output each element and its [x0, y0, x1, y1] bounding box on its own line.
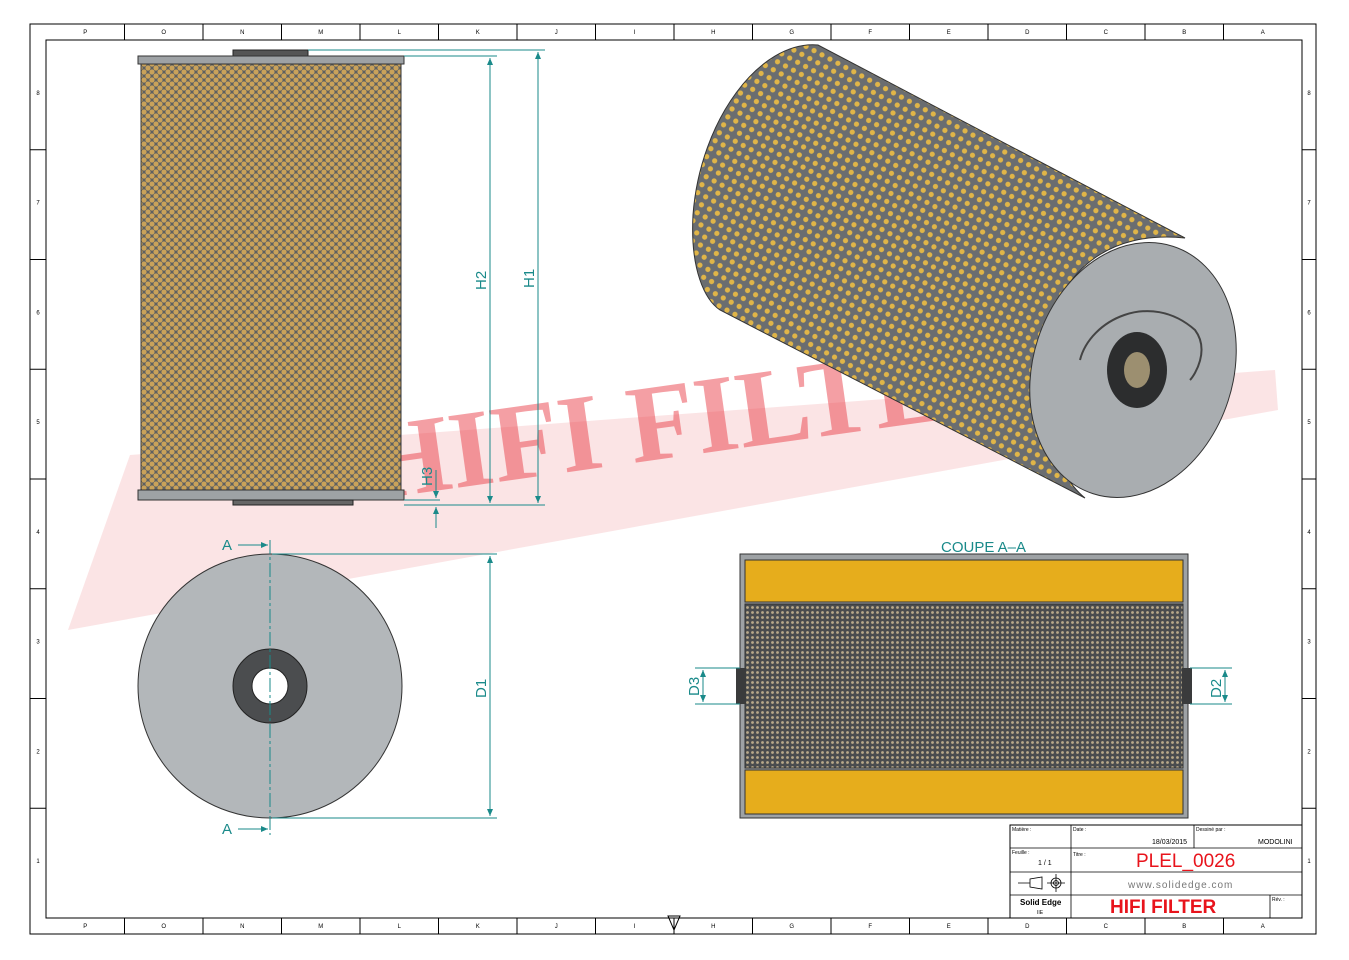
zone-letter-bottom: M	[318, 924, 323, 930]
zone-number-left: 6	[36, 310, 40, 316]
dim-h1: H1	[521, 269, 538, 288]
title-label: Titre :	[1073, 852, 1086, 858]
zone-number-right: 4	[1307, 530, 1311, 536]
sheet-label: Feuille :	[1012, 850, 1030, 856]
zone-letter-top: P	[83, 30, 87, 36]
zone-letter-bottom: E	[947, 924, 951, 930]
section-mark-bottom: A	[222, 821, 232, 838]
zone-letter-bottom: J	[555, 924, 558, 930]
zone-letter-bottom: O	[161, 924, 166, 930]
iso-view	[692, 44, 1237, 499]
zone-letter-top: J	[555, 30, 558, 36]
date-label: Date :	[1073, 827, 1086, 833]
zone-letter-top: K	[476, 30, 480, 36]
title-block: Matière : Date : 18/03/2015 Dessiné par …	[1009, 824, 1303, 919]
zone-letter-bottom: F	[868, 924, 872, 930]
bottom-view: A A D1	[137, 537, 497, 838]
drawn-by-value: MODOLINI	[1258, 839, 1293, 846]
zone-number-right: 3	[1307, 640, 1311, 646]
company-name: HIFI FILTER	[1110, 897, 1217, 918]
projection-symbol-icon	[1018, 874, 1065, 892]
zone-number-left: 7	[36, 201, 40, 207]
drawn-by-label: Dessiné par :	[1196, 827, 1225, 833]
zone-letter-bottom: B	[1182, 924, 1186, 930]
zone-number-right: 2	[1307, 749, 1311, 755]
zone-letter-bottom: P	[83, 924, 87, 930]
dim-h2: H2	[473, 271, 490, 290]
date-value: 18/03/2015	[1152, 839, 1187, 846]
zone-letter-top: M	[318, 30, 323, 36]
zone-letter-bottom: A	[1261, 924, 1265, 930]
zone-number-left: 8	[36, 91, 40, 97]
zone-letter-bottom: N	[240, 924, 244, 930]
sheet-value: 1 / 1	[1038, 860, 1052, 867]
zone-letter-top: O	[161, 30, 166, 36]
zone-number-left: 3	[36, 640, 40, 646]
zone-letter-top: L	[398, 30, 402, 36]
centering-mark-icon	[667, 915, 681, 932]
zone-number-right: 6	[1307, 310, 1311, 316]
zone-number-right: 7	[1307, 201, 1311, 207]
zone-letter-top: D	[1025, 30, 1030, 36]
zone-number-left: 4	[36, 530, 40, 536]
dim-d3: D3	[686, 677, 703, 696]
zone-letter-bottom: H	[711, 924, 715, 930]
zone-number-left: 5	[36, 420, 40, 426]
zone-number-right: 5	[1307, 420, 1311, 426]
software-name: Solid Edge	[1020, 898, 1062, 907]
dim-d1: D1	[473, 679, 490, 698]
front-view: H2 H1 H3	[137, 49, 545, 528]
section-view: COUPE A–A D3 D2	[686, 539, 1232, 819]
material-label: Matière :	[1012, 827, 1031, 833]
zone-letter-top: I	[634, 30, 636, 36]
zone-letter-top: H	[711, 30, 715, 36]
dim-h3: H3	[419, 467, 436, 486]
zone-letter-bottom: I	[634, 924, 636, 930]
zone-letter-bottom: K	[476, 924, 480, 930]
software-sub: IIE	[1037, 910, 1044, 916]
zone-letter-top: A	[1261, 30, 1265, 36]
dim-d2: D2	[1208, 679, 1225, 698]
zone-number-left: 2	[36, 749, 40, 755]
zone-letter-bottom: C	[1104, 924, 1109, 930]
zone-letter-bottom: G	[789, 924, 794, 930]
zone-letter-bottom: L	[398, 924, 402, 930]
zone-letter-top: B	[1182, 30, 1186, 36]
zone-number-right: 1	[1307, 859, 1311, 865]
zone-letter-top: E	[947, 30, 951, 36]
zone-markers: P P O O N N M M L L K K J J I I H H G G F F E E D D C C B B A A 8 8 7 7 6 6 5 5…	[30, 24, 1316, 934]
zone-letter-top: G	[789, 30, 794, 36]
zone-letter-top: F	[868, 30, 872, 36]
title-value: PLEL_0026	[1136, 851, 1235, 872]
zone-letter-top: C	[1104, 30, 1109, 36]
website: www.solidedge.com	[1127, 880, 1233, 891]
zone-number-left: 1	[36, 859, 40, 865]
rev-label: Rév. :	[1272, 897, 1285, 903]
zone-letter-top: N	[240, 30, 244, 36]
zone-number-right: 8	[1307, 91, 1311, 97]
zone-letter-bottom: D	[1025, 924, 1030, 930]
section-title: COUPE A–A	[941, 539, 1026, 556]
section-mark-top: A	[222, 537, 232, 554]
